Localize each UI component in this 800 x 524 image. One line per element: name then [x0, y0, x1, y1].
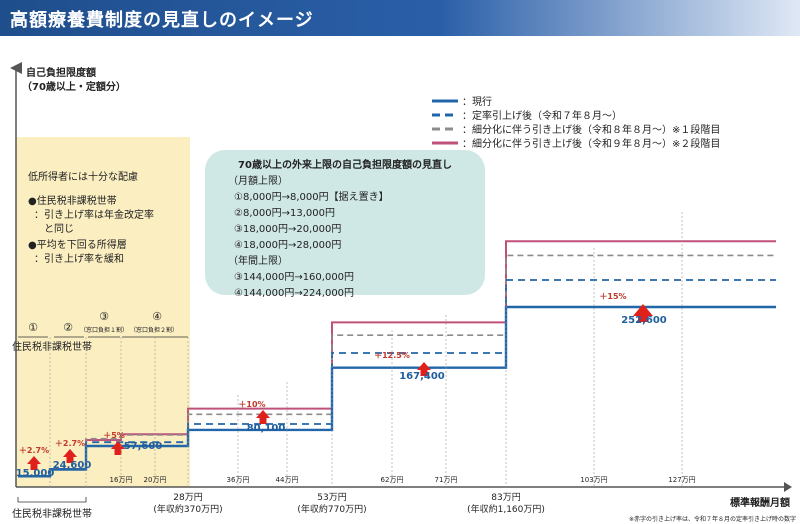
- increase-label-1: ＋2.7%: [19, 446, 49, 455]
- value-label-252600: 252,600: [621, 315, 667, 326]
- info-box: [205, 150, 485, 295]
- low-income-region: [16, 137, 190, 487]
- increase-arrow-4: [256, 410, 270, 424]
- increase-label-6: ＋15%: [599, 292, 626, 301]
- x-tick-71: 71万円: [435, 476, 458, 484]
- increase-arrow-1: [27, 456, 41, 470]
- legend: ：現行 ：定率引上げ後（令和７年８月～） ：細分化に伴う引き上げ後（令和８年８月…: [432, 95, 720, 150]
- sub-label-4: （窓口負担２割）: [130, 326, 178, 334]
- value-label-167400: 167,400: [399, 371, 445, 382]
- info-line-6: （年間上限）: [228, 254, 288, 267]
- footnote: ※赤字の引き上げ率は、令和７年８月の定率引き上げ時の数字: [629, 515, 796, 523]
- bracket-top-label: 住民税非課税世帯: [12, 340, 92, 353]
- bracket-bottom: [17, 497, 87, 503]
- low-income-title: 低所得者には十分な配慮: [28, 170, 138, 183]
- info-line-8: ④144,000円→224,000円: [234, 288, 354, 299]
- increase-arrow-5: [417, 362, 431, 376]
- low-income-item-4: ●平均を下回る所得層: [28, 239, 127, 251]
- x-axis-arrow: [784, 482, 792, 492]
- y-axis-label-2: （70歳以上・定額分）: [22, 80, 126, 93]
- bracket-bottom-label: 住民税非課税世帯: [12, 507, 92, 520]
- legend-item-step1: ：細分化に伴う引き上げ後（令和８年８月～）※１段階目: [462, 123, 720, 136]
- sub-label-3: （窓口負担１割）: [80, 326, 128, 334]
- page-title: 高額療養費制度の見直しのイメージ: [10, 10, 314, 31]
- legend-item-step2: ：細分化に伴う引き上げ後（令和９年８月～）※２段階目: [462, 137, 720, 150]
- circle-label-1: ①: [28, 321, 38, 334]
- x-major-28: 28万円: [173, 492, 202, 503]
- info-line-5: ④18,000円→28,000円: [234, 240, 341, 251]
- circle-label-4: ④: [152, 310, 162, 323]
- legend-item-current: ：現行: [462, 95, 492, 108]
- low-income-item-2: ：引き上げ率は年金改定率: [34, 208, 154, 221]
- increase-arrow-2: [63, 449, 77, 463]
- x-major-28-sub: (年収約370万円): [153, 503, 222, 515]
- info-line-3: ②8,000円→13,000円: [234, 208, 335, 219]
- x-major-53-sub: (年収約770万円): [297, 503, 366, 515]
- circle-label-2: ②: [63, 321, 73, 334]
- x-tick-103: 103万円: [580, 476, 607, 484]
- low-income-item-1: ●住民税非課税世帯: [28, 194, 117, 207]
- info-line-2: ①8,000円→8,000円【据え置き】: [234, 190, 389, 203]
- increase-label-2: ＋2.7%: [55, 439, 85, 448]
- circle-label-3: ③: [99, 310, 109, 323]
- x-tick-127: 127万円: [668, 476, 695, 484]
- increase-arrow-3: [111, 441, 125, 455]
- low-income-item-5: ：引き上げ率を緩和: [34, 252, 124, 265]
- info-box-title: 70歳以上の外来上限の自己負担限度額の見直し: [238, 158, 452, 171]
- value-label-80100: 80,100: [247, 423, 286, 434]
- increase-label-4: ＋10%: [238, 400, 265, 409]
- x-major-83: 83万円: [491, 492, 520, 503]
- low-income-item-3: と同じ: [34, 223, 74, 235]
- info-line-4: ③18,000円→20,000円: [234, 224, 341, 235]
- x-tick-36: 36万円: [227, 476, 250, 484]
- value-label-15000: 15,000: [16, 468, 55, 479]
- info-line-1: （月額上限）: [228, 174, 288, 187]
- x-axis-label: 標準報酬月額: [730, 496, 790, 509]
- info-line-7: ③144,000円→160,000円: [234, 272, 354, 283]
- x-major-53: 53万円: [317, 492, 346, 503]
- tick-guides: [49, 212, 683, 487]
- x-major-83-sub: (年収約1,160万円): [467, 503, 545, 515]
- legend-item-teiritsu: ：定率引上げ後（令和７年８月～）: [462, 109, 622, 122]
- increase-arrow-6: [633, 304, 653, 322]
- value-label-24600: 24,600: [53, 460, 92, 471]
- increase-label-3: ＋5%: [103, 431, 125, 440]
- x-tick-44: 44万円: [276, 476, 299, 484]
- x-tick-62: 62万円: [381, 476, 404, 484]
- title-banner: 高額療養費制度の見直しのイメージ: [0, 0, 800, 36]
- y-axis-label-1: 自己負担限度額: [26, 66, 96, 79]
- increase-arrows: [27, 304, 653, 470]
- value-label-57600: 57,600: [124, 441, 163, 452]
- x-tick-20: 20万円: [144, 476, 167, 484]
- x-tick-16: 16万円: [110, 476, 133, 484]
